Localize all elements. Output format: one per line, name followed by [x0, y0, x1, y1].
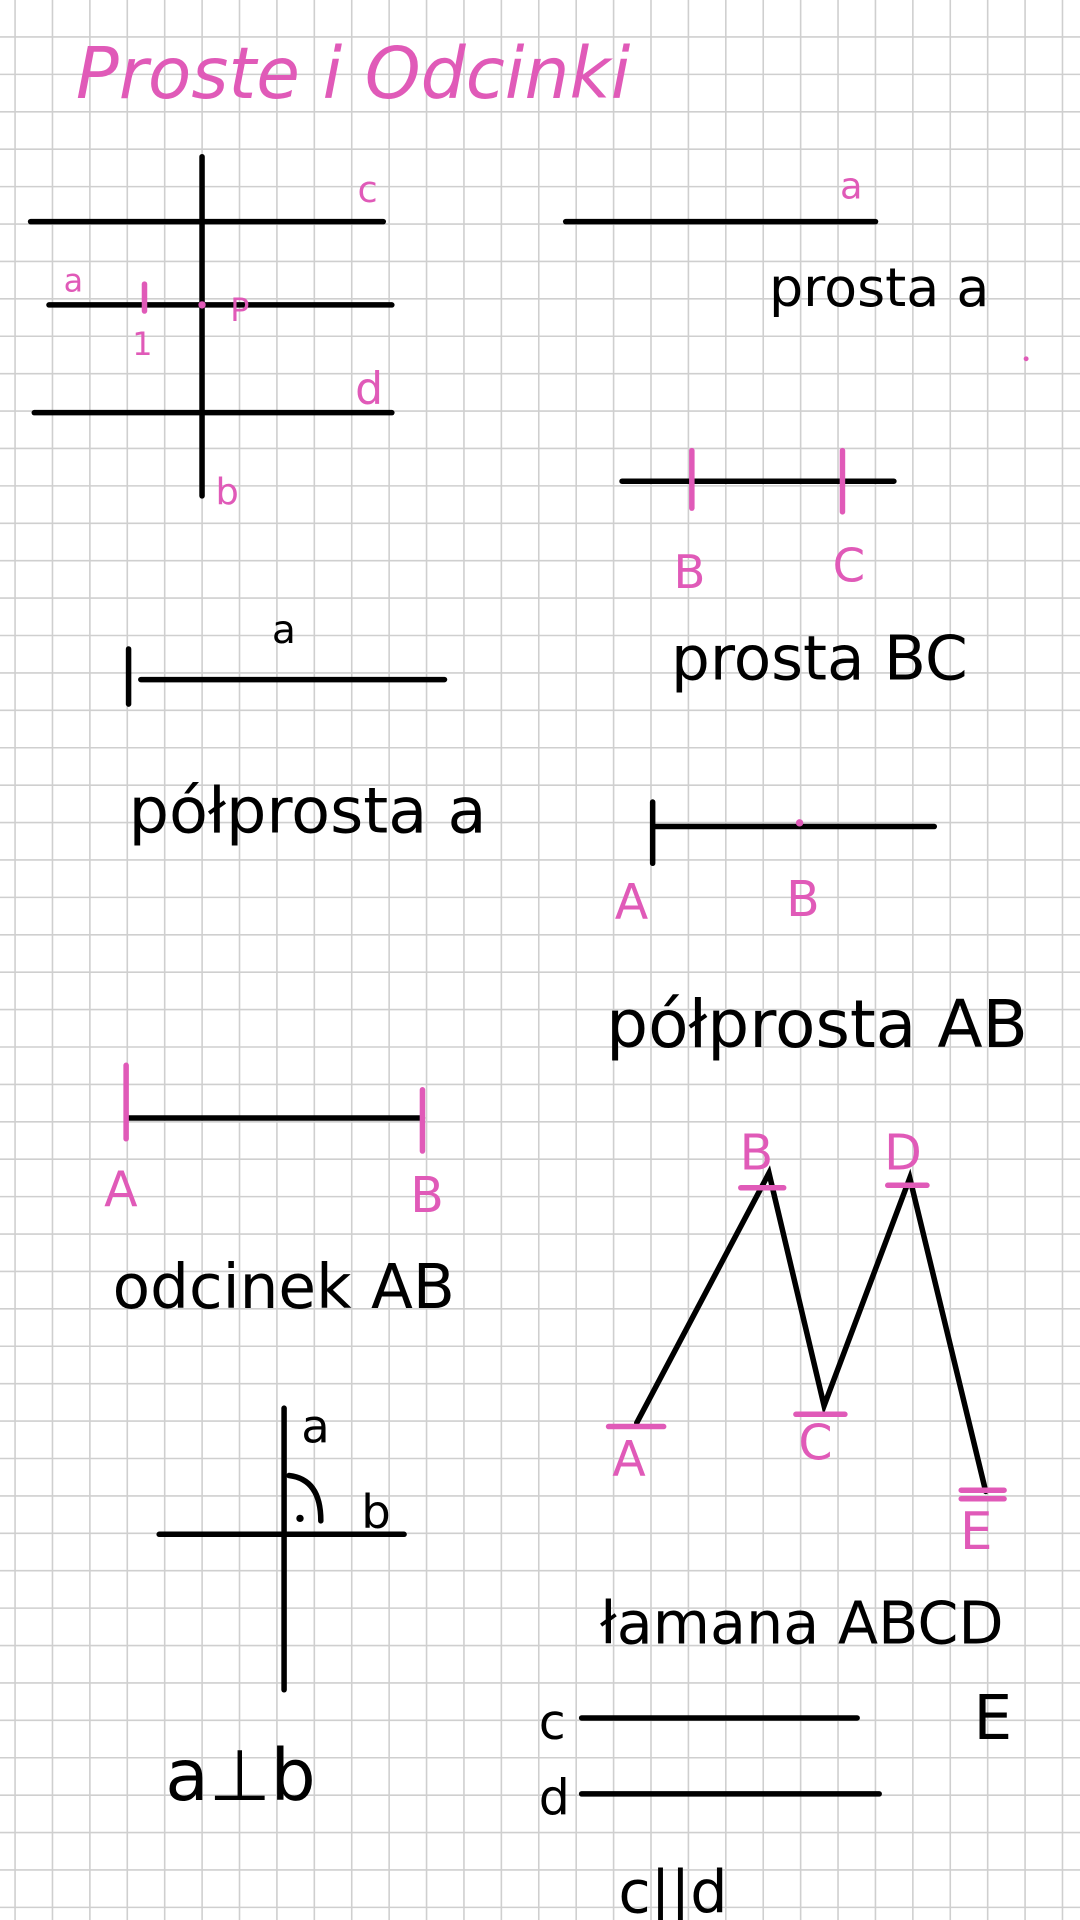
label-b: B	[786, 871, 820, 928]
label-a: a	[64, 261, 84, 299]
diagram-ray-ab: A B półprosta AB	[606, 799, 1028, 1063]
label-c: C	[798, 1415, 832, 1472]
caption: łamana ABCD	[600, 1588, 1004, 1657]
label-a: a	[272, 608, 296, 653]
diagram-polyline: A B C D E łamana ABCD E	[600, 1124, 1012, 1753]
caption-extra: E	[973, 1683, 1012, 1754]
label-d: d	[355, 364, 383, 415]
label-mark: P	[230, 291, 249, 329]
diagram-perpendicular: a b a⊥b	[156, 1399, 407, 1817]
label-c: c	[358, 168, 378, 211]
caption: prosta a	[769, 256, 989, 319]
label-c: C	[833, 539, 865, 593]
label-b: B	[673, 545, 705, 599]
label-a: a	[301, 1399, 330, 1453]
label-b: B	[410, 1167, 444, 1224]
caption: odcinek AB	[113, 1252, 455, 1323]
diagram-parallel: c d c||d	[539, 1694, 882, 1920]
label-a: A	[615, 873, 649, 930]
caption: prosta BC	[671, 624, 968, 695]
label-d: D	[884, 1124, 922, 1181]
caption: półprosta a	[129, 775, 487, 849]
label-a: A	[104, 1161, 138, 1218]
page-title: Proste i Odcinki	[76, 32, 631, 115]
caption: c||d	[618, 1858, 727, 1920]
label-one: 1	[132, 325, 152, 363]
label-b: b	[361, 1485, 391, 1539]
label-c: c	[539, 1694, 566, 1751]
label-b: b	[216, 470, 239, 513]
diagram-segment-ab: A B odcinek AB	[104, 1062, 455, 1323]
caption: a⊥b	[165, 1734, 315, 1817]
diagram-ray-a: a półprosta a	[125, 608, 487, 849]
label-d: d	[539, 1770, 570, 1827]
diagram-line-a: a prosta a	[562, 164, 1029, 362]
diagram-line-bc: B C prosta BC	[619, 447, 968, 695]
diagram-parallel-grid: c a 1 P d b	[27, 153, 395, 513]
label-a: A	[612, 1431, 646, 1488]
label-e: E	[960, 1502, 992, 1562]
label-a: a	[840, 164, 863, 207]
caption: półprosta AB	[606, 986, 1028, 1063]
label-b: B	[740, 1124, 774, 1181]
